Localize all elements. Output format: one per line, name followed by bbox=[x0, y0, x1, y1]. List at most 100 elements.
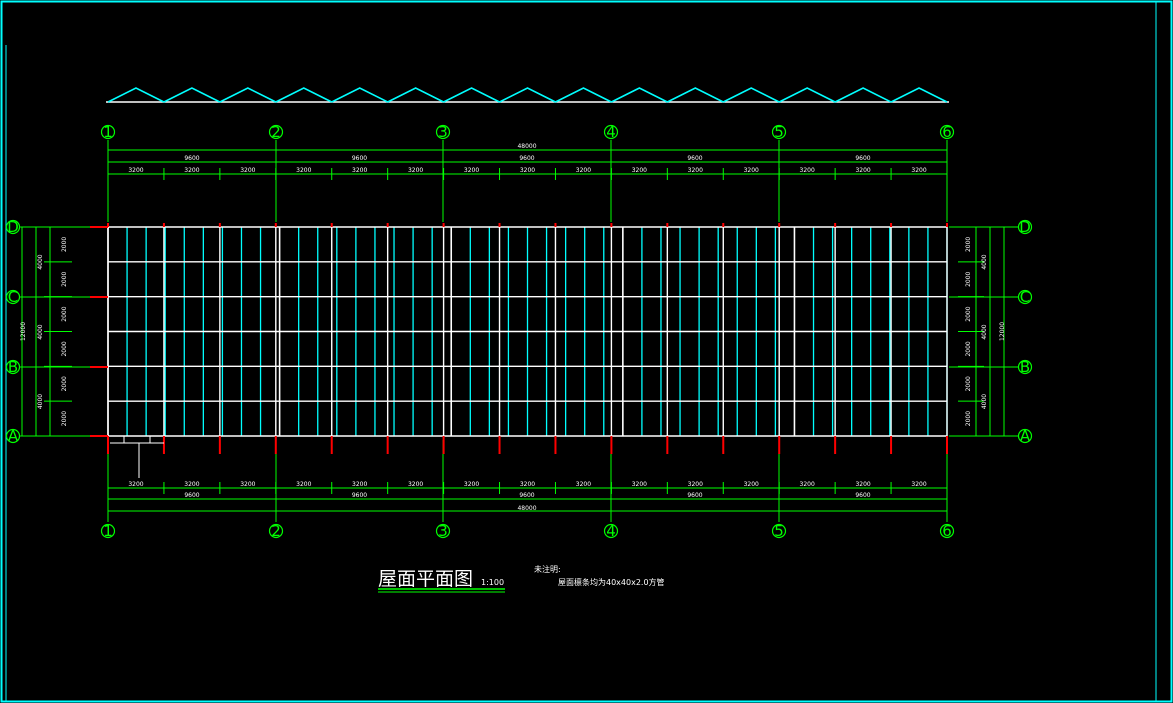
axis-left-C: C bbox=[8, 288, 18, 306]
side-sub-dim: 2000 bbox=[965, 376, 972, 391]
axis-top-3-circle bbox=[435, 124, 451, 140]
axis-bottom-5: 5 bbox=[774, 522, 784, 540]
drawing-title-block: 屋面平面图 1:100 未注明: 屋面檩条均为40x40x2.0方管 bbox=[378, 564, 665, 593]
top-sub-dim: 3200 bbox=[855, 167, 870, 174]
axis-left-B-circle bbox=[5, 359, 21, 375]
top-sub-dim: 3200 bbox=[688, 167, 703, 174]
bottom-sub-dim: 3200 bbox=[800, 481, 815, 488]
axis-left-D: D bbox=[7, 218, 19, 236]
axis-right-A: A bbox=[1020, 427, 1031, 445]
axis-right-D: D bbox=[1019, 218, 1031, 236]
bottom-sub-dim: 3200 bbox=[408, 481, 423, 488]
axis-left-D-circle bbox=[5, 219, 21, 235]
axis-left-A-circle bbox=[5, 428, 21, 444]
side-total-dim: 12000 bbox=[20, 322, 27, 341]
side-sub-dim: 2000 bbox=[61, 411, 68, 426]
bottom-bay-dim: 9600 bbox=[352, 492, 367, 499]
axis-top-6-circle bbox=[939, 124, 955, 140]
axis-left-C-circle bbox=[5, 289, 21, 305]
bottom-sub-dim: 3200 bbox=[744, 481, 759, 488]
top-sub-dim: 3200 bbox=[408, 167, 423, 174]
axis-top-3: 3 bbox=[438, 123, 448, 141]
axis-bottom-6: 6 bbox=[942, 522, 952, 540]
axis-bottom-1-circle bbox=[100, 523, 116, 539]
axis-top-4-circle bbox=[603, 124, 619, 140]
truss-peak bbox=[778, 87, 836, 103]
top-sub-dim: 3200 bbox=[800, 167, 815, 174]
axis-top-1-circle bbox=[100, 124, 116, 140]
top-bay-dim: 9600 bbox=[352, 155, 367, 162]
bottom-bay-dim: 9600 bbox=[687, 492, 702, 499]
truss-peak bbox=[331, 87, 389, 103]
side-sub-dim: 2000 bbox=[965, 411, 972, 426]
top-sub-dim: 3200 bbox=[296, 167, 311, 174]
top-bay-dim: 9600 bbox=[855, 155, 870, 162]
bottom-sub-dim: 3200 bbox=[632, 481, 647, 488]
side-sub-dim: 2000 bbox=[965, 237, 972, 252]
roof-truss-elevation bbox=[106, 87, 949, 103]
side-span-dim: 4000 bbox=[37, 324, 44, 339]
side-sub-dim: 2000 bbox=[61, 306, 68, 321]
axis-top-5: 5 bbox=[774, 123, 784, 141]
axis-bottom-3: 3 bbox=[438, 522, 448, 540]
roof-plan bbox=[90, 223, 948, 478]
bottom-sub-dim: 3200 bbox=[240, 481, 255, 488]
side-sub-dim: 2000 bbox=[61, 237, 68, 252]
top-bay-dim: 9600 bbox=[519, 155, 534, 162]
axis-right-C: C bbox=[1020, 288, 1030, 306]
drawing-scale: 1:100 bbox=[481, 578, 504, 587]
axis-right-C-circle bbox=[1017, 289, 1033, 305]
axis-bottom-3-circle bbox=[435, 523, 451, 539]
truss-peak bbox=[890, 87, 948, 103]
axis-top-2-circle bbox=[268, 124, 284, 140]
bottom-bay-dim: 9600 bbox=[519, 492, 534, 499]
axis-top-4: 4 bbox=[606, 123, 616, 141]
axis-bottom-2: 2 bbox=[271, 522, 281, 540]
axis-right-A-circle bbox=[1017, 428, 1033, 444]
bottom-sub-dim: 3200 bbox=[128, 481, 143, 488]
side-sub-dim: 2000 bbox=[61, 341, 68, 356]
top-bay-dim: 9600 bbox=[687, 155, 702, 162]
top-sub-dim: 3200 bbox=[520, 167, 535, 174]
notes-heading: 未注明: bbox=[534, 564, 561, 574]
bottom-sub-dim: 3200 bbox=[520, 481, 535, 488]
bottom-sub-dim: 3200 bbox=[576, 481, 591, 488]
side-sub-dim: 2000 bbox=[965, 271, 972, 286]
axis-left-A: A bbox=[8, 427, 19, 445]
truss-peak bbox=[834, 87, 892, 103]
drawing-title: 屋面平面图 bbox=[378, 568, 473, 590]
top-sub-dim: 3200 bbox=[911, 167, 926, 174]
top-sub-dim: 3200 bbox=[240, 167, 255, 174]
top-sub-dim: 3200 bbox=[352, 167, 367, 174]
axis-top-5-circle bbox=[771, 124, 787, 140]
bottom-sub-dim: 3200 bbox=[296, 481, 311, 488]
bottom-bay-dim: 9600 bbox=[855, 492, 870, 499]
bottom-bay-dim: 9600 bbox=[184, 492, 199, 499]
top-total-dim: 48000 bbox=[517, 143, 536, 150]
truss-peak bbox=[611, 87, 668, 103]
side-sub-dim: 2000 bbox=[61, 376, 68, 391]
axis-right-B-circle bbox=[1017, 359, 1033, 375]
side-sub-dim: 2000 bbox=[965, 306, 972, 321]
side-total-dim: 12000 bbox=[999, 322, 1006, 341]
axis-left-B: B bbox=[8, 358, 18, 376]
side-span-dim: 4000 bbox=[37, 394, 44, 409]
bottom-sub-dim: 3200 bbox=[855, 481, 870, 488]
truss-peak bbox=[107, 87, 165, 103]
truss-peak bbox=[275, 87, 333, 103]
bottom-total-dim: 48000 bbox=[517, 505, 536, 512]
truss-peak bbox=[555, 87, 612, 103]
bottom-sub-dim: 3200 bbox=[352, 481, 367, 488]
dimension-text: 48000 48000 bbox=[517, 143, 536, 512]
dimension-lines: 9600 9600 9600 9600 9600 3200 3200 3200 3200 3200… bbox=[20, 140, 1018, 522]
axis-top-6: 6 bbox=[942, 123, 952, 141]
truss-peak bbox=[666, 87, 724, 103]
axis-top-1: 1 bbox=[103, 123, 113, 141]
axis-bottom-4-circle bbox=[603, 523, 619, 539]
bottom-sub-dim: 3200 bbox=[464, 481, 479, 488]
truss-peak bbox=[499, 87, 556, 103]
top-sub-dim: 3200 bbox=[744, 167, 759, 174]
axis-right-D-circle bbox=[1017, 219, 1033, 235]
